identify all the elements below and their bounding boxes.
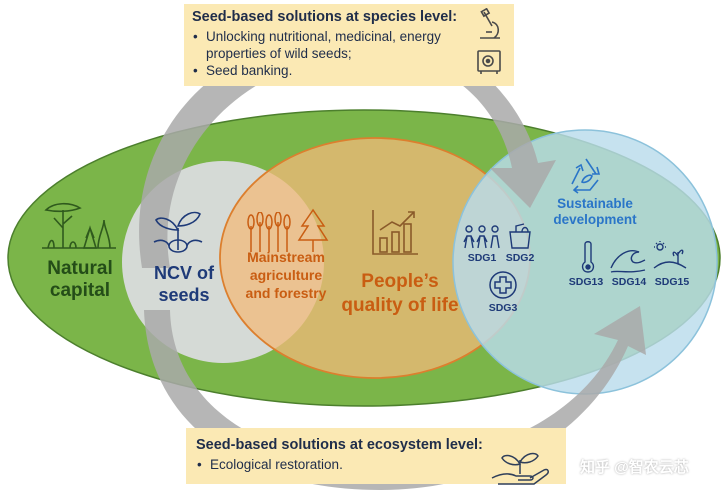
wave-icon	[610, 250, 646, 273]
hand-seedling-icon	[491, 452, 549, 485]
species-level-title: Seed-based solutions at species level:	[192, 9, 458, 25]
safe-icon	[477, 50, 501, 74]
ecosystem-level-list: Ecological restoration.	[196, 456, 556, 473]
watermark-text: 知乎 @智农云芯	[580, 459, 689, 476]
ncv-line1: NCV of	[154, 263, 214, 283]
species-level-list: Unlocking nutritional, medicinal, energy…	[192, 28, 506, 79]
grocery-bag-icon	[509, 223, 531, 249]
sdg1-label: SDG1	[467, 252, 497, 264]
health-cross-icon	[489, 271, 517, 299]
thermometer-icon	[581, 241, 595, 273]
natural-capital-label: Natural capital	[30, 258, 130, 302]
natural-capital-line1: Natural	[47, 258, 113, 279]
wheat-icon	[247, 212, 291, 252]
sustainable-line1: Sustainable	[557, 196, 633, 211]
microscope-icon	[480, 8, 500, 39]
pine-tree-icon	[297, 208, 329, 252]
trees-icon	[42, 202, 116, 249]
ecosystem-level-title: Seed-based solutions at ecosystem level:	[196, 437, 483, 453]
natural-capital-line2: capital	[49, 280, 111, 301]
species-bullet-1: Unlocking nutritional, medicinal, energy…	[192, 28, 461, 62]
species-level-box: Seed-based solutions at species level: U…	[184, 4, 514, 86]
ecosystem-bullet-1: Ecological restoration.	[196, 456, 556, 473]
bar-chart-icon	[372, 210, 418, 255]
sustainable-development-label: Sustainable development	[540, 196, 650, 228]
mainstream-line1: Mainstream	[247, 249, 325, 265]
ncv-line2: seeds	[158, 285, 210, 305]
sdg3-label: SDG3	[488, 302, 518, 314]
people-icon	[463, 225, 500, 249]
species-bullet-2: Seed banking.	[192, 62, 506, 79]
sdg13-label: SDG13	[568, 276, 604, 288]
quality-of-life-label: People’s quality of life	[320, 270, 480, 318]
ncv-label: NCV of seeds	[144, 262, 224, 306]
top-cycle-arrow	[139, 28, 557, 268]
recycle-leaf-icon	[571, 158, 601, 194]
sdg15-label: SDG15	[654, 276, 690, 288]
plants-icon	[653, 241, 687, 269]
sustainable-line2: development	[553, 212, 637, 227]
mainstream-line2: agriculture	[249, 267, 323, 283]
quality-of-life-line1: People’s	[361, 271, 439, 292]
quality-of-life-line2: quality of life	[341, 295, 459, 316]
mainstream-line3: and forestry	[245, 285, 327, 301]
sdg2-label: SDG2	[505, 252, 535, 264]
sdg14-label: SDG14	[611, 276, 647, 288]
sprout-icon	[153, 211, 203, 253]
mainstream-label: Mainstream agriculture and forestry	[234, 248, 338, 302]
